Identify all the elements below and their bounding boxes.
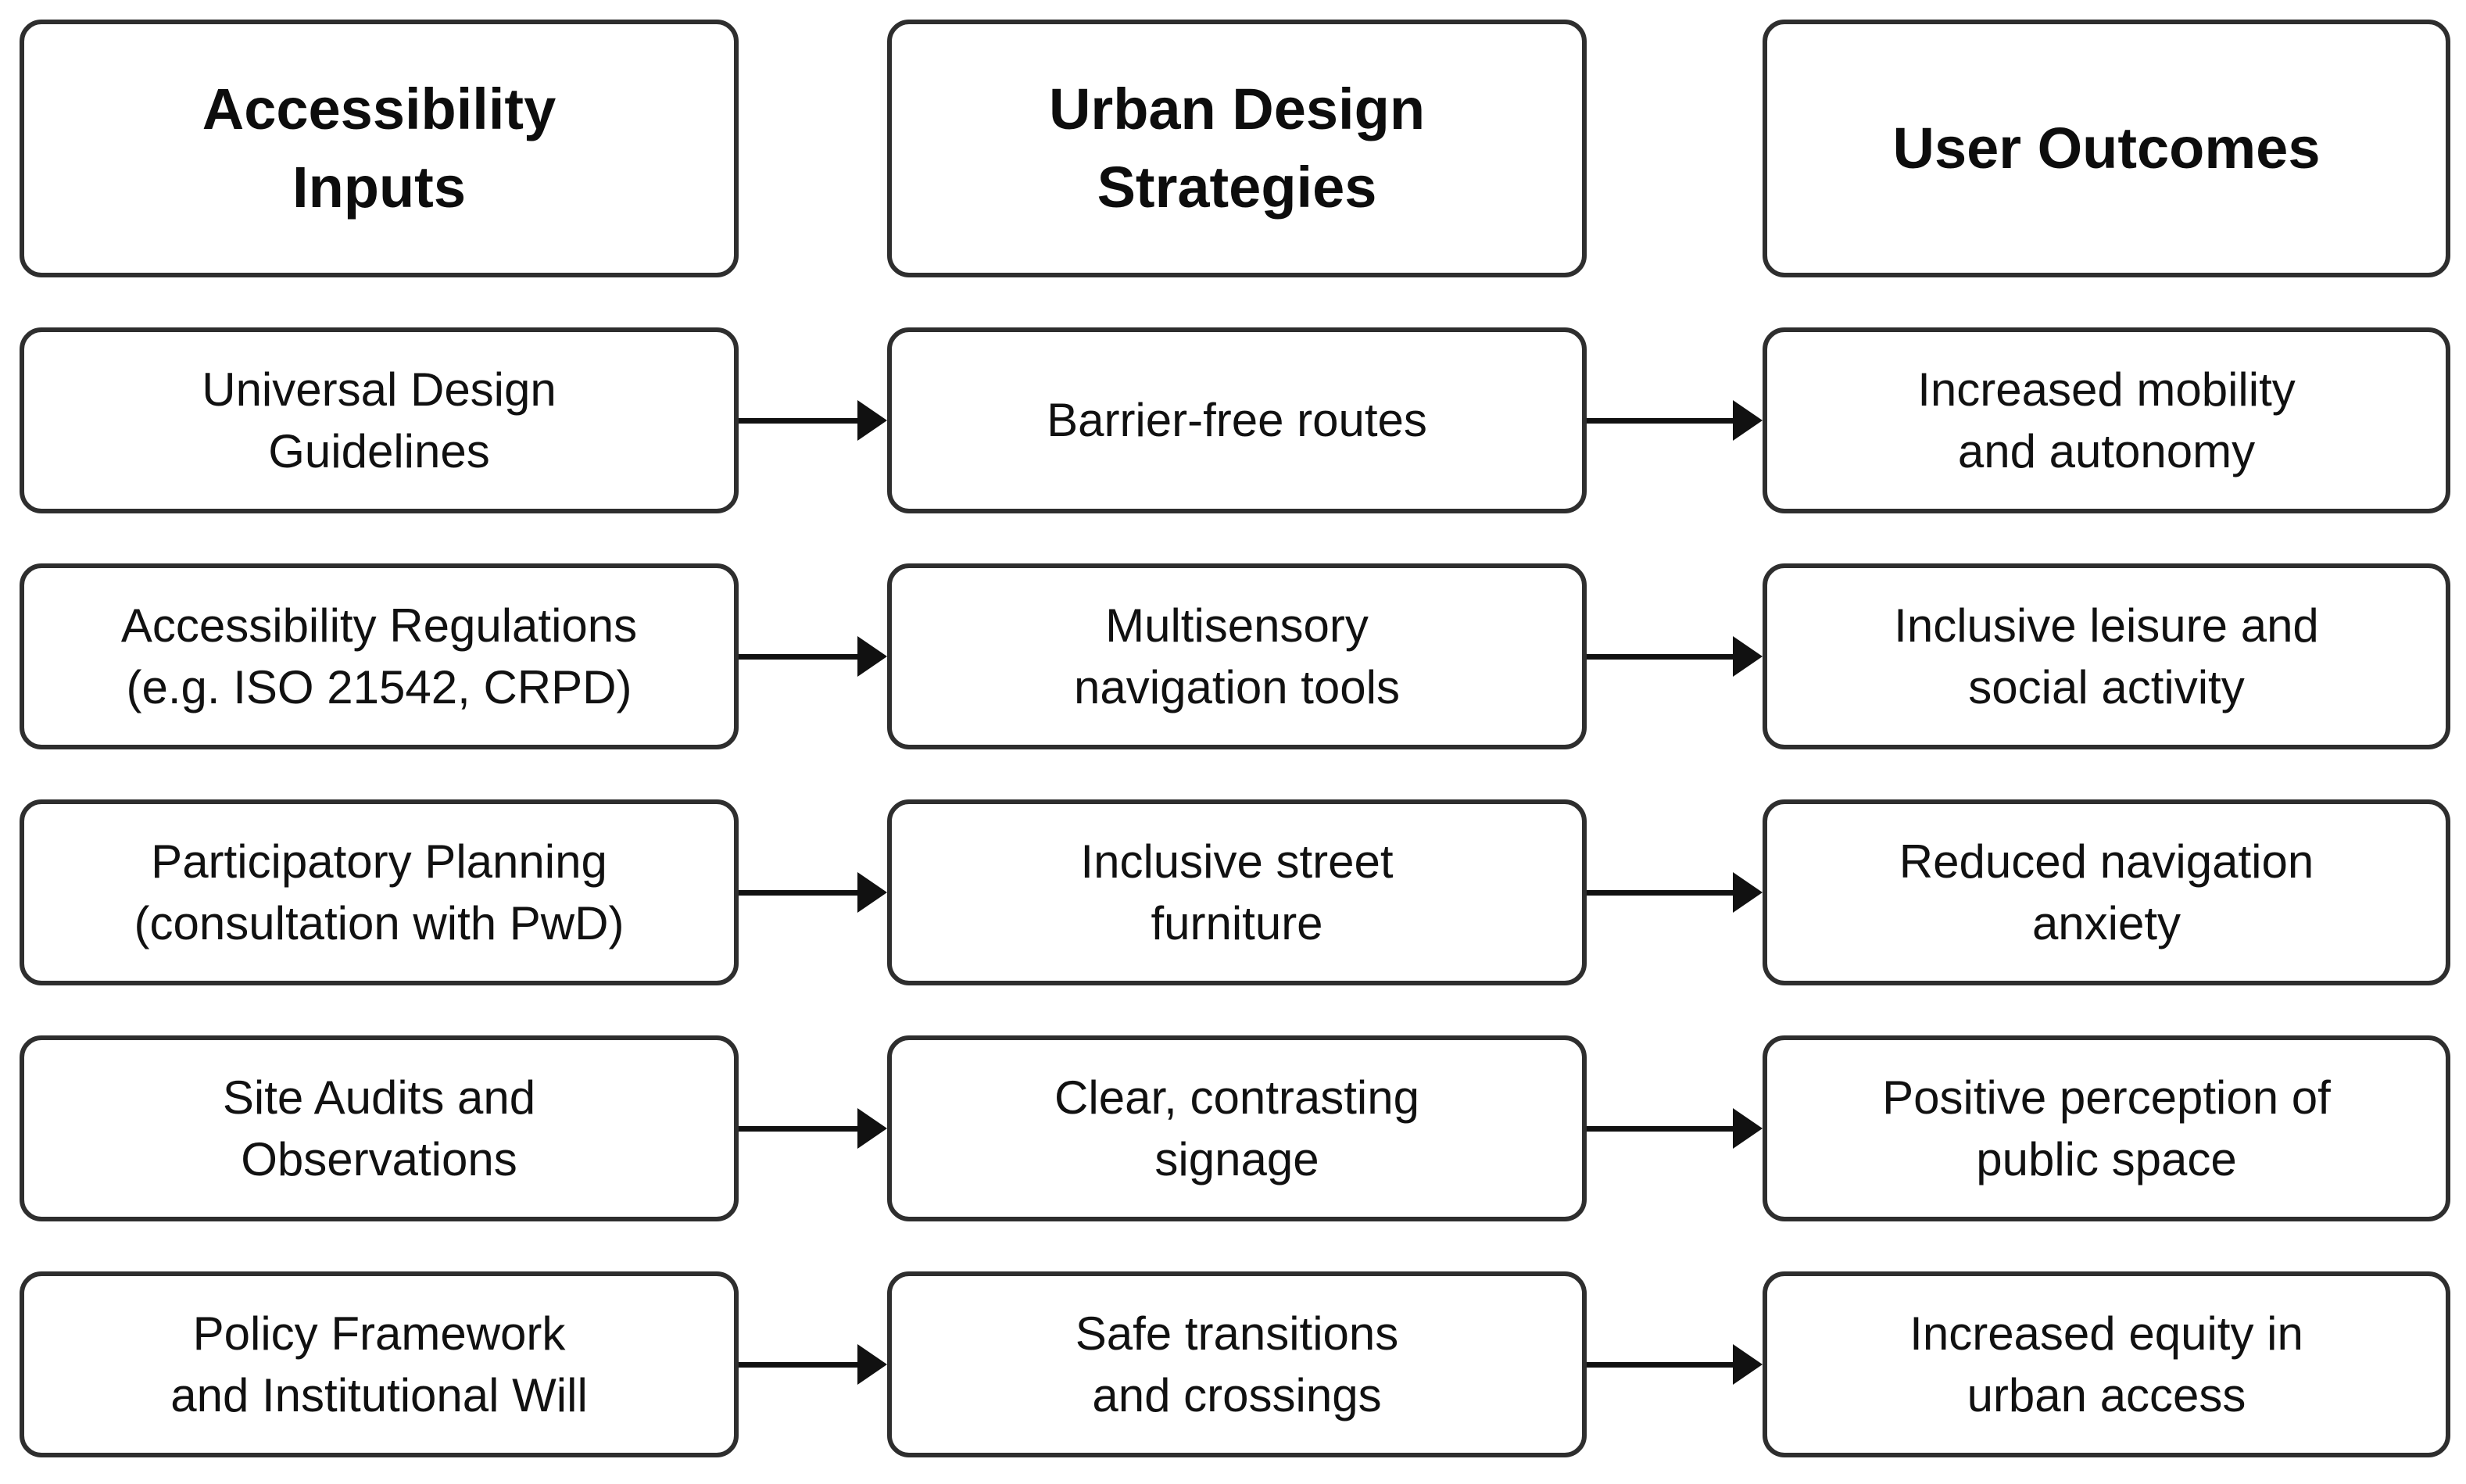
- column-header-label: User Outcomes: [1892, 116, 2321, 181]
- arrow-right-icon: [1587, 400, 1763, 441]
- box-label: Policy Framework and Institutional Will: [170, 1307, 588, 1421]
- box-label: Accessibility Regulations (e.g. ISO 2154…: [120, 599, 638, 713]
- arrow-head: [857, 400, 887, 441]
- header-gap: [739, 20, 887, 277]
- arrow-head: [857, 872, 887, 913]
- arrow-shaft: [1587, 1125, 1733, 1132]
- outcome-box-positive-perception: Positive perception of public space: [1763, 1035, 2450, 1221]
- arrow-cell: [1587, 327, 1763, 513]
- arrow-right-icon: [1587, 872, 1763, 913]
- strategy-box-clear-contrasting-signage: Clear, contrasting signage: [887, 1035, 1587, 1221]
- outcome-box-increased-equity: Increased equity in urban access: [1763, 1271, 2450, 1457]
- arrow-shaft: [739, 653, 857, 660]
- arrow-right-icon: [739, 1108, 887, 1149]
- input-box-policy-framework: Policy Framework and Institutional Will: [20, 1271, 739, 1457]
- box-label: Site Audits and Observations: [222, 1071, 536, 1185]
- arrow-head: [1733, 872, 1763, 913]
- arrow-cell: [739, 1271, 887, 1457]
- strategy-box-safe-transitions: Safe transitions and crossings: [887, 1271, 1587, 1457]
- box-label: Increased mobility and autonomy: [1917, 363, 2296, 477]
- arrow-cell: [739, 799, 887, 985]
- outcome-box-reduced-navigation-anxiety: Reduced navigation anxiety: [1763, 799, 2450, 985]
- input-box-accessibility-regulations: Accessibility Regulations (e.g. ISO 2154…: [20, 563, 739, 749]
- box-label: Participatory Planning (consultation wit…: [134, 835, 625, 949]
- arrow-shaft: [1587, 1361, 1733, 1368]
- arrow-cell: [739, 563, 887, 749]
- box-label: Increased equity in urban access: [1909, 1307, 2303, 1421]
- arrow-right-icon: [739, 636, 887, 677]
- arrow-head: [1733, 1344, 1763, 1385]
- outcome-box-increased-mobility: Increased mobility and autonomy: [1763, 327, 2450, 513]
- arrow-shaft: [739, 417, 857, 424]
- column-header-label: Urban Design Strategies: [1048, 77, 1426, 220]
- arrow-shaft: [1587, 889, 1733, 896]
- box-label: Barrier-free routes: [1047, 394, 1427, 447]
- arrow-cell: [1587, 1035, 1763, 1221]
- arrow-head: [1733, 1108, 1763, 1149]
- arrow-head: [1733, 636, 1763, 677]
- box-label: Clear, contrasting signage: [1054, 1071, 1419, 1185]
- column-header-accessibility-inputs: Accessibility Inputs: [20, 20, 739, 277]
- input-box-site-audits: Site Audits and Observations: [20, 1035, 739, 1221]
- arrow-cell: [1587, 1271, 1763, 1457]
- arrow-cell: [1587, 799, 1763, 985]
- arrow-head: [857, 1344, 887, 1385]
- box-label: Inclusive street furniture: [1080, 835, 1394, 949]
- arrow-head: [1733, 400, 1763, 441]
- arrow-cell: [1587, 563, 1763, 749]
- column-header-user-outcomes: User Outcomes: [1763, 20, 2450, 277]
- box-label: Safe transitions and crossings: [1075, 1307, 1399, 1421]
- outcome-box-inclusive-leisure: Inclusive leisure and social activity: [1763, 563, 2450, 749]
- column-header-urban-design-strategies: Urban Design Strategies: [887, 20, 1587, 277]
- arrow-shaft: [739, 1361, 857, 1368]
- arrow-head: [857, 1108, 887, 1149]
- header-gap: [1587, 20, 1763, 277]
- arrow-shaft: [739, 889, 857, 896]
- arrow-right-icon: [739, 1344, 887, 1385]
- arrow-head: [857, 636, 887, 677]
- input-box-universal-design-guidelines: Universal Design Guidelines: [20, 327, 739, 513]
- arrow-right-icon: [1587, 1108, 1763, 1149]
- arrow-right-icon: [739, 872, 887, 913]
- strategy-box-barrier-free-routes: Barrier-free routes: [887, 327, 1587, 513]
- arrow-shaft: [739, 1125, 857, 1132]
- box-label: Universal Design Guidelines: [202, 363, 557, 477]
- strategy-box-inclusive-street-furniture: Inclusive street furniture: [887, 799, 1587, 985]
- arrow-cell: [739, 327, 887, 513]
- arrow-cell: [739, 1035, 887, 1221]
- box-label: Reduced navigation anxiety: [1899, 835, 2314, 949]
- arrow-right-icon: [1587, 1344, 1763, 1385]
- box-label: Positive perception of public space: [1882, 1071, 2331, 1185]
- arrow-shaft: [1587, 653, 1733, 660]
- input-box-participatory-planning: Participatory Planning (consultation wit…: [20, 799, 739, 985]
- arrow-right-icon: [739, 400, 887, 441]
- arrow-right-icon: [1587, 636, 1763, 677]
- arrow-shaft: [1587, 417, 1733, 424]
- column-header-label: Accessibility Inputs: [202, 77, 557, 220]
- box-label: Multisensory navigation tools: [1074, 599, 1400, 713]
- box-label: Inclusive leisure and social activity: [1894, 599, 2319, 713]
- strategy-box-multisensory-navigation: Multisensory navigation tools: [887, 563, 1587, 749]
